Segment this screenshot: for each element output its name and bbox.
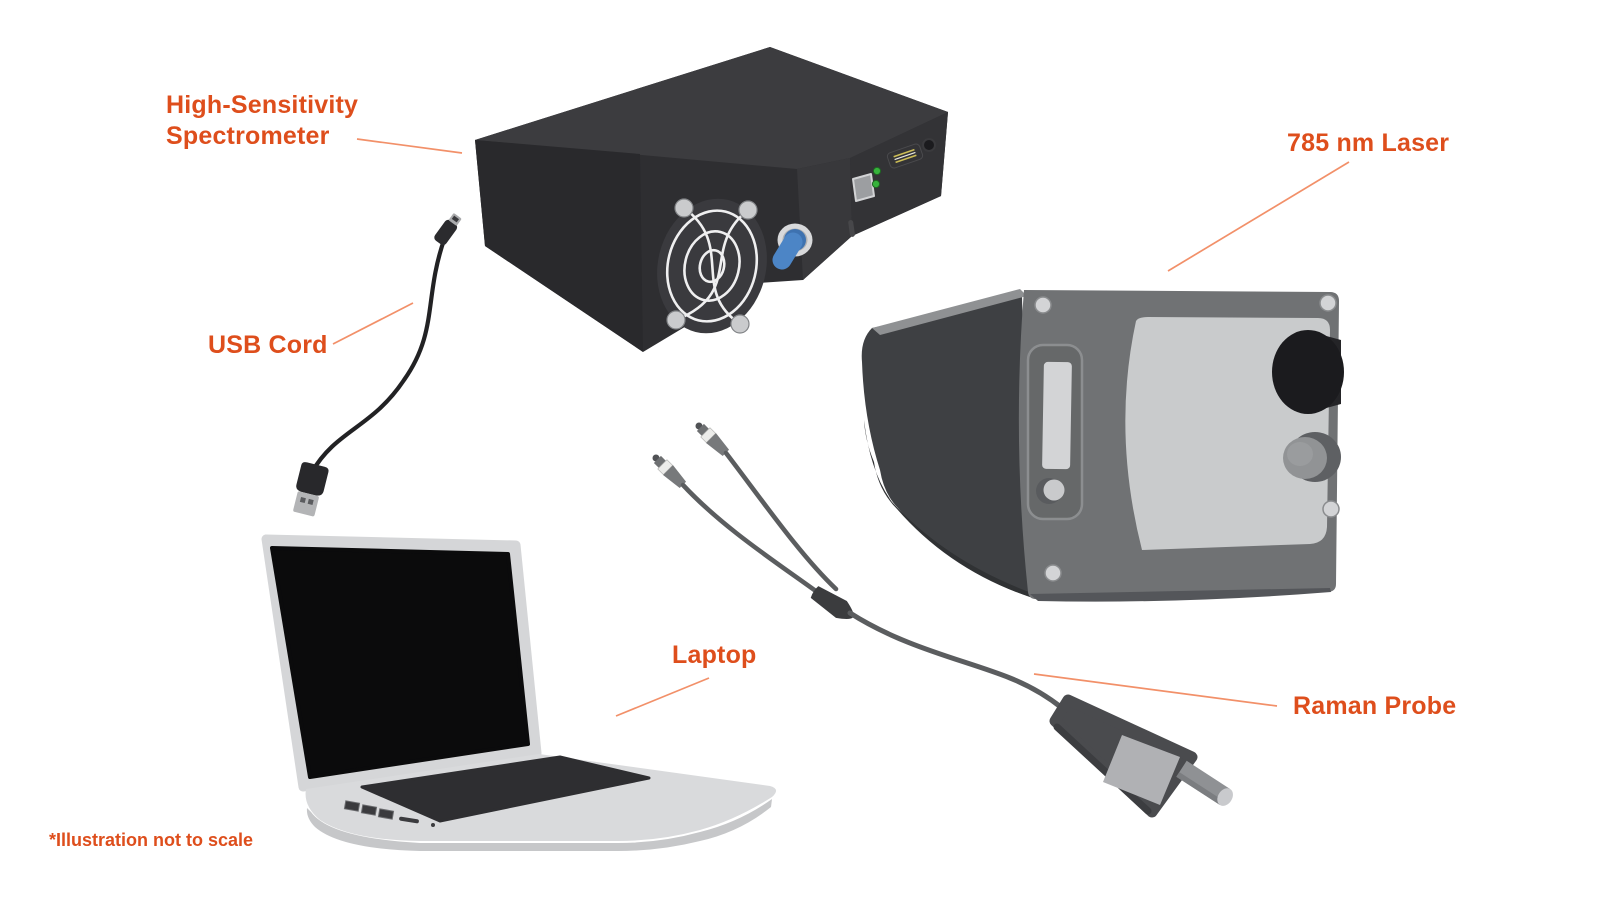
laptop-graphic (261, 534, 777, 851)
fan-icon (657, 198, 767, 334)
mini-usb-connector (434, 213, 462, 246)
usb-a-connector (293, 462, 329, 517)
laptop-screen (270, 546, 530, 779)
led-indicators (871, 166, 882, 189)
laser-top-edge (872, 289, 1027, 335)
fiber-connector (695, 422, 730, 457)
laser-side-face (861, 297, 1030, 597)
spectrometer-left-face (475, 140, 643, 352)
probe-cable (680, 482, 827, 600)
usb-cable (309, 237, 447, 475)
probe-cable (847, 610, 1065, 711)
leader-line-usb-cord (332, 302, 414, 345)
label-spectrometer-line2: Spectrometer (166, 122, 330, 150)
label-spectrometer-line1: High-Sensitivity (166, 91, 359, 119)
label-laptop: Laptop (672, 641, 757, 669)
leader-line-laptop (615, 677, 710, 717)
probe-cable (723, 450, 839, 592)
label-usb-cord: USB Cord (208, 331, 328, 359)
raman-probe-graphic (652, 422, 1233, 818)
laser-graphic (861, 289, 1344, 602)
fiber-port-icon (772, 223, 813, 270)
fan-screw (666, 310, 686, 330)
accessory-connector (886, 143, 924, 169)
leader-line-raman-probe (1033, 673, 1278, 707)
cable-splitter (810, 586, 854, 619)
leader-line-spectrometer (356, 138, 463, 154)
laser-aperture-knob (1272, 330, 1344, 414)
laser-display (1026, 343, 1084, 521)
label-spectrometer: High-Sensitivity Spectrometer (166, 90, 358, 152)
fan-screw (674, 198, 694, 218)
spectrometer-graphic (475, 47, 948, 352)
footnote-not-to-scale: *Illustration not to scale (49, 830, 254, 850)
laser-bottom-edge (1030, 588, 1331, 602)
laptop-keyboard (360, 755, 651, 823)
laser-side-shadow (864, 420, 1030, 597)
fan-screw (730, 314, 750, 334)
laser-adjust-knob (1283, 432, 1341, 482)
laptop-side-ports (343, 800, 435, 827)
fan-screw (738, 200, 758, 220)
power-jack (922, 138, 936, 152)
fiber-connector (652, 454, 687, 489)
vent-slit (848, 219, 855, 237)
usb-cord-graphic (293, 213, 462, 517)
laser-screws (1034, 294, 1340, 582)
usb-port (852, 173, 875, 202)
probe-shaft (1176, 760, 1233, 806)
spectrometer-top-face (475, 47, 948, 169)
leader-lines (332, 138, 1350, 717)
probe-body-shadow (1053, 723, 1152, 815)
probe-label-window (1103, 735, 1180, 805)
leader-line-laser (1167, 161, 1350, 272)
spectrometer-recess-face (797, 158, 852, 280)
label-raman-probe: Raman Probe (1293, 692, 1457, 720)
label-laser: 785 nm Laser (1287, 129, 1450, 157)
